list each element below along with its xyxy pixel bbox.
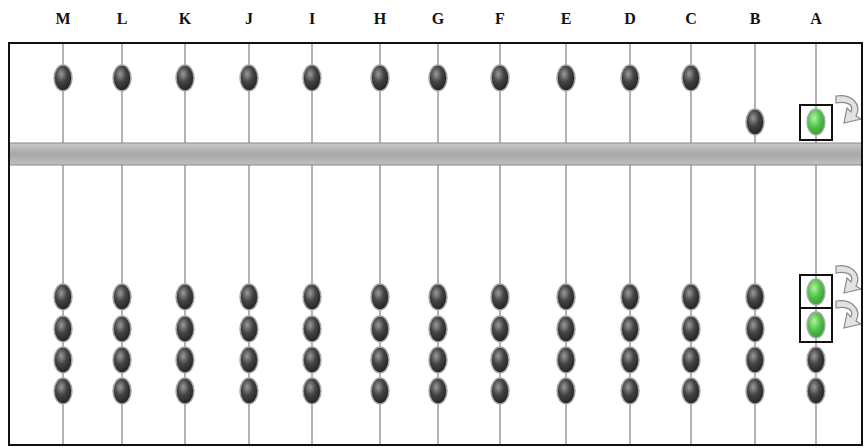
curved-arrow bbox=[836, 266, 861, 293]
bead bbox=[491, 347, 509, 373]
bead bbox=[113, 316, 131, 342]
bead bbox=[240, 378, 258, 404]
bead bbox=[429, 347, 447, 373]
bead bbox=[746, 284, 764, 310]
bead bbox=[746, 347, 764, 373]
bead bbox=[303, 65, 321, 91]
bead bbox=[621, 316, 639, 342]
bead bbox=[621, 378, 639, 404]
bead bbox=[113, 65, 131, 91]
bead bbox=[429, 284, 447, 310]
bead bbox=[491, 316, 509, 342]
abacus-rods bbox=[63, 44, 816, 444]
column-letter: M bbox=[48, 10, 78, 28]
bead bbox=[371, 316, 389, 342]
bead bbox=[429, 378, 447, 404]
highlight-boxes bbox=[800, 105, 832, 342]
bead bbox=[113, 284, 131, 310]
moved-bead bbox=[807, 312, 825, 338]
curved-arrow bbox=[836, 96, 861, 123]
bead bbox=[429, 316, 447, 342]
bead bbox=[54, 347, 72, 373]
bead bbox=[682, 284, 700, 310]
bead bbox=[746, 378, 764, 404]
bead bbox=[113, 378, 131, 404]
bead bbox=[621, 347, 639, 373]
column-letter: L bbox=[107, 10, 137, 28]
column-letter: I bbox=[297, 10, 327, 28]
bead bbox=[176, 347, 194, 373]
bead bbox=[746, 109, 764, 135]
bead bbox=[240, 284, 258, 310]
bead bbox=[240, 65, 258, 91]
bead bbox=[240, 316, 258, 342]
moved-bead bbox=[807, 109, 825, 135]
bead bbox=[176, 378, 194, 404]
bead bbox=[371, 65, 389, 91]
bead bbox=[557, 316, 575, 342]
bead bbox=[54, 378, 72, 404]
bead bbox=[303, 347, 321, 373]
bead bbox=[113, 347, 131, 373]
bead bbox=[682, 316, 700, 342]
bead bbox=[682, 347, 700, 373]
bead bbox=[491, 284, 509, 310]
column-letter: H bbox=[365, 10, 395, 28]
bead bbox=[491, 65, 509, 91]
bead bbox=[371, 347, 389, 373]
bead bbox=[371, 378, 389, 404]
bead bbox=[557, 65, 575, 91]
column-letter: D bbox=[615, 10, 645, 28]
bead bbox=[682, 378, 700, 404]
column-letter: E bbox=[551, 10, 581, 28]
bead bbox=[54, 65, 72, 91]
abacus-frame bbox=[9, 43, 862, 445]
column-letter: F bbox=[485, 10, 515, 28]
column-letter: G bbox=[423, 10, 453, 28]
column-letter: K bbox=[170, 10, 200, 28]
bead bbox=[557, 284, 575, 310]
bead bbox=[429, 65, 447, 91]
bead bbox=[54, 284, 72, 310]
abacus-beads bbox=[54, 65, 825, 404]
bead bbox=[557, 347, 575, 373]
column-letter: C bbox=[676, 10, 706, 28]
column-letter: J bbox=[234, 10, 264, 28]
bead bbox=[176, 284, 194, 310]
bead bbox=[491, 378, 509, 404]
moved-bead bbox=[807, 279, 825, 305]
curved-arrow bbox=[836, 301, 861, 328]
bead bbox=[807, 378, 825, 404]
bead bbox=[176, 65, 194, 91]
bead bbox=[807, 347, 825, 373]
bead bbox=[621, 284, 639, 310]
column-letter: B bbox=[740, 10, 770, 28]
abacus-beam bbox=[9, 143, 862, 165]
move-arrows bbox=[836, 96, 861, 328]
bead bbox=[682, 65, 700, 91]
bead bbox=[303, 284, 321, 310]
bead bbox=[303, 378, 321, 404]
bead bbox=[621, 65, 639, 91]
bead bbox=[176, 316, 194, 342]
bead bbox=[54, 316, 72, 342]
bead bbox=[303, 316, 321, 342]
bead bbox=[240, 347, 258, 373]
column-letter: A bbox=[801, 10, 831, 28]
bead bbox=[746, 316, 764, 342]
bead bbox=[557, 378, 575, 404]
bead bbox=[371, 284, 389, 310]
